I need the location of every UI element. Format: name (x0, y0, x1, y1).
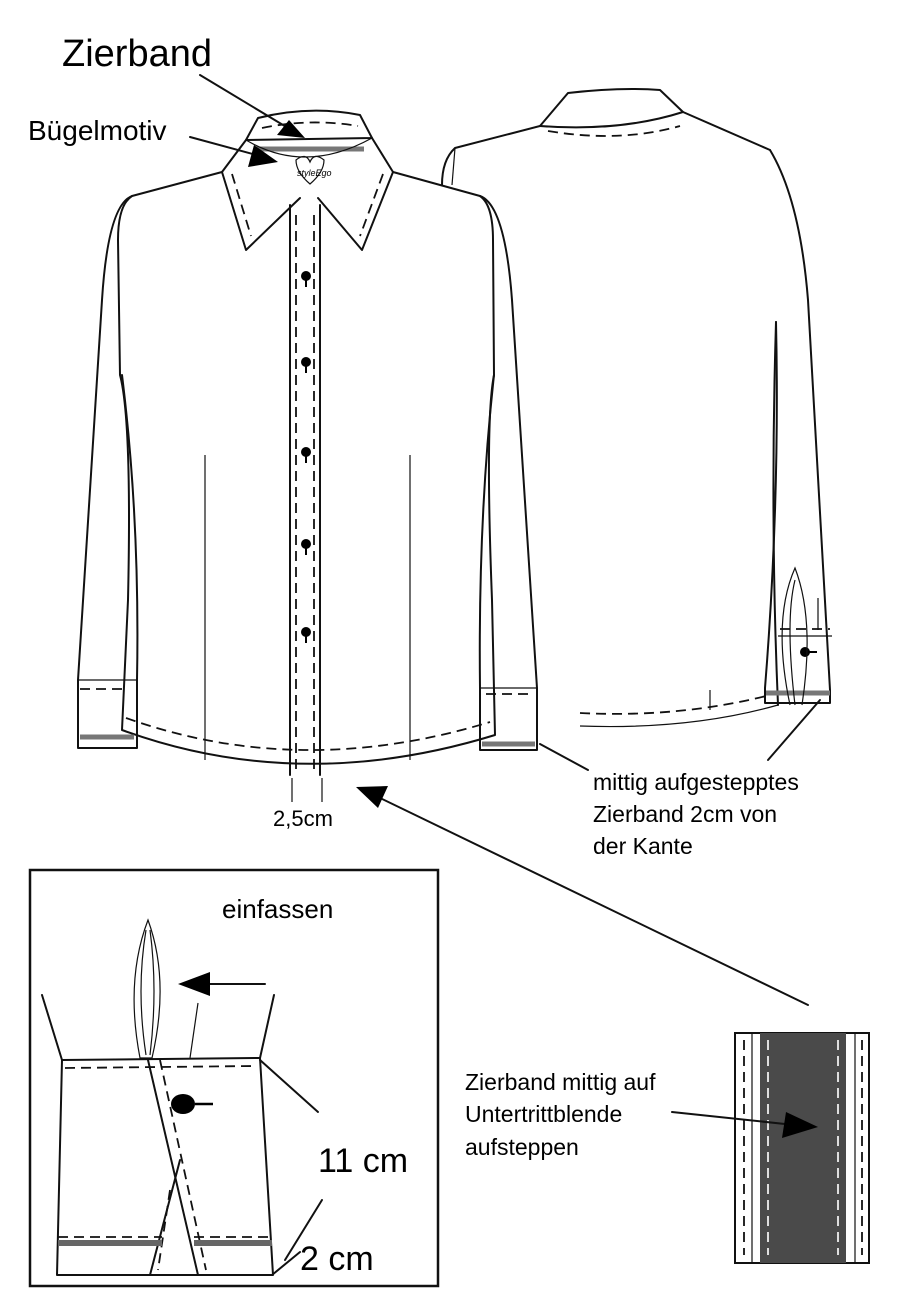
binding-strip (133, 918, 161, 1059)
logo-heart-icon (295, 155, 325, 185)
detail-box: einfassen 11 cm 2 cm (28, 868, 440, 1288)
arrow-icon (277, 120, 305, 138)
placket-note-line-3: aufsteppen (465, 1134, 579, 1160)
button-icon (171, 1094, 195, 1114)
detail-title: einfassen (222, 894, 333, 924)
zierband-dark (760, 1033, 846, 1263)
measure-11cm: 11 cm (318, 1142, 408, 1180)
shirt-front: styleEgo 2,5cm (77, 109, 538, 831)
sleeve-left (77, 195, 139, 749)
front-buttons (301, 271, 311, 643)
cuff-detail (56, 1057, 274, 1276)
front-body (117, 171, 496, 765)
placket-note-line-2: Untertrittblende (465, 1101, 622, 1127)
logo-text: styleEgo (297, 168, 332, 178)
placket-tape-detail (734, 1032, 870, 1264)
measure-placket: 2,5cm (273, 806, 333, 831)
collar-stand-front (245, 109, 373, 141)
back-sleeve (764, 149, 831, 704)
label-zierband: Zierband (62, 33, 212, 75)
sleeve-note-line-3: der Kante (593, 833, 693, 859)
shirt-back (441, 88, 832, 761)
label-buegelmotiv: Bügelmotiv (28, 115, 167, 146)
sleeve-note-line-1: mittig aufgestepptes (593, 769, 799, 795)
arrow-icon (248, 145, 278, 167)
collar-left (221, 139, 301, 251)
sleeve-note-line-2: Zierband 2cm von (593, 801, 777, 827)
measure-2cm: 2 cm (300, 1240, 374, 1278)
arrow-left-icon (178, 972, 210, 996)
arrow-icon (782, 1112, 818, 1138)
arrow-icon (356, 786, 388, 808)
sleeve-placket-loop (781, 566, 808, 706)
collar-right (317, 137, 394, 251)
sleeve-right (478, 195, 538, 751)
collar-back (539, 88, 684, 129)
placket-note-line-1: Zierband mittig auf (465, 1069, 656, 1095)
